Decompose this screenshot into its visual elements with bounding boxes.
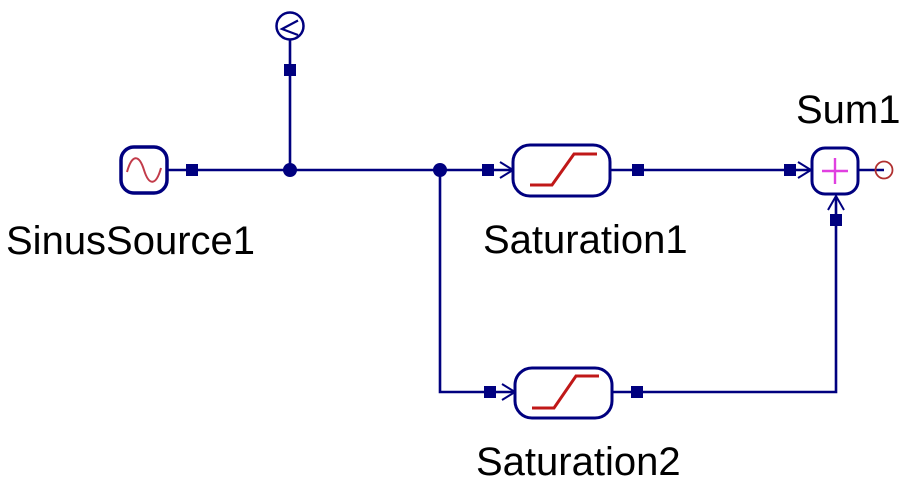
label-sum1: Sum1 <box>796 88 899 132</box>
sine-wave-icon <box>126 157 162 183</box>
block-saturation2[interactable] <box>513 366 614 420</box>
port-square-sum1-input-left[interactable] <box>784 164 796 176</box>
saturation-curve-icon <box>530 152 597 187</box>
port-square-saturation1-output[interactable] <box>632 164 644 176</box>
label-sinus-source1: SinusSource1 <box>6 219 255 263</box>
sensor-circle <box>275 11 305 41</box>
connector-ports <box>186 64 842 398</box>
connection-source-to-saturation2[interactable] <box>438 170 514 394</box>
label-saturation1: Saturation1 <box>483 218 688 262</box>
port-square-source-output[interactable] <box>186 164 198 176</box>
label-saturation2: Saturation2 <box>476 440 681 482</box>
port-square-sensor-input[interactable] <box>284 64 296 76</box>
arrowhead-sum1-input-bottom <box>827 193 845 211</box>
arrowheads <box>499 161 845 401</box>
connection-saturation2-to-sum1[interactable] <box>612 197 838 394</box>
junction-dot[interactable] <box>433 163 447 177</box>
port-square-saturation1-input[interactable] <box>482 164 494 176</box>
plus-icon <box>822 158 848 184</box>
junction-dot[interactable] <box>283 163 297 177</box>
block-sum1[interactable] <box>810 146 860 196</box>
saturation-curve-icon <box>532 374 599 410</box>
port-square-sum1-input-bottom[interactable] <box>830 214 842 226</box>
block-sinus-source1[interactable] <box>119 145 169 195</box>
block-saturation1[interactable] <box>511 143 612 198</box>
port-square-saturation2-output[interactable] <box>631 386 643 398</box>
block-sensor[interactable] <box>275 11 305 41</box>
less-than-icon <box>279 19 299 37</box>
sum1-output-port-circle[interactable] <box>874 160 894 180</box>
connections <box>167 40 884 394</box>
port-square-saturation2-input[interactable] <box>484 386 496 398</box>
